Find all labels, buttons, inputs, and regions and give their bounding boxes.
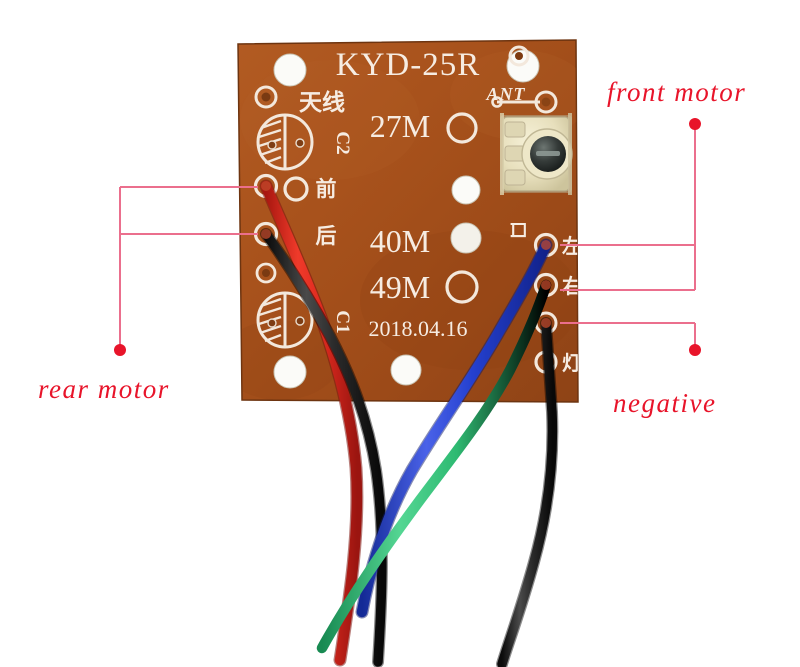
callout-leaders [114,118,701,356]
capacitor-c1-silkscreen [256,291,314,349]
leader-rear-motor [114,186,258,356]
leader-dot-front-motor [689,118,701,130]
svg-text:C1: C1 [332,310,353,333]
leader-front-motor [560,118,701,291]
svg-text:49M: 49M [370,269,430,305]
silkscreen-text-group: KYD-25R 天线 ANT 27M 40M 49M 2018.04.16 前 … [299,47,582,375]
svg-text:ANT: ANT [486,84,526,104]
svg-text:27M: 27M [370,108,430,144]
svg-text:前: 前 [316,177,337,201]
svg-text:40M: 40M [370,223,430,259]
trimmer-potentiometer [500,113,573,195]
wire-black-negative [497,318,558,667]
wire-black-rear-motor [261,229,387,667]
wire-red-front-motor [260,180,363,666]
antenna-trace [491,45,558,114]
pcb-surface-detail: KYD-25R 天线 ANT 27M 40M 49M 2018.04.16 前 … [238,45,582,400]
svg-text:口: 口 [507,221,528,239]
svg-text:后: 后 [316,224,337,248]
svg-text:灯: 灯 [562,351,582,375]
solder-joints [261,181,551,328]
svg-text:天线: 天线 [299,89,345,116]
leader-dot-negative [689,344,701,356]
leader-negative [560,322,701,356]
leader-dot-rear-motor [114,344,126,356]
wire-blue-steering-left [356,239,552,618]
svg-text:KYD-25R: KYD-25R [336,47,481,83]
wire-green-steering-right [316,279,552,654]
mounting-holes [273,49,540,389]
svg-text:C2: C2 [332,131,353,154]
svg-text:右: 右 [562,274,582,298]
callout-label-front-motor: front motor [607,77,747,107]
svg-text:2018.04.16: 2018.04.16 [369,316,468,341]
wire-harness [259,179,559,667]
capacitor-c2-silkscreen [256,113,314,171]
callout-label-rear-motor: rear motor [38,374,170,404]
callout-label-negative: negative [613,388,717,418]
